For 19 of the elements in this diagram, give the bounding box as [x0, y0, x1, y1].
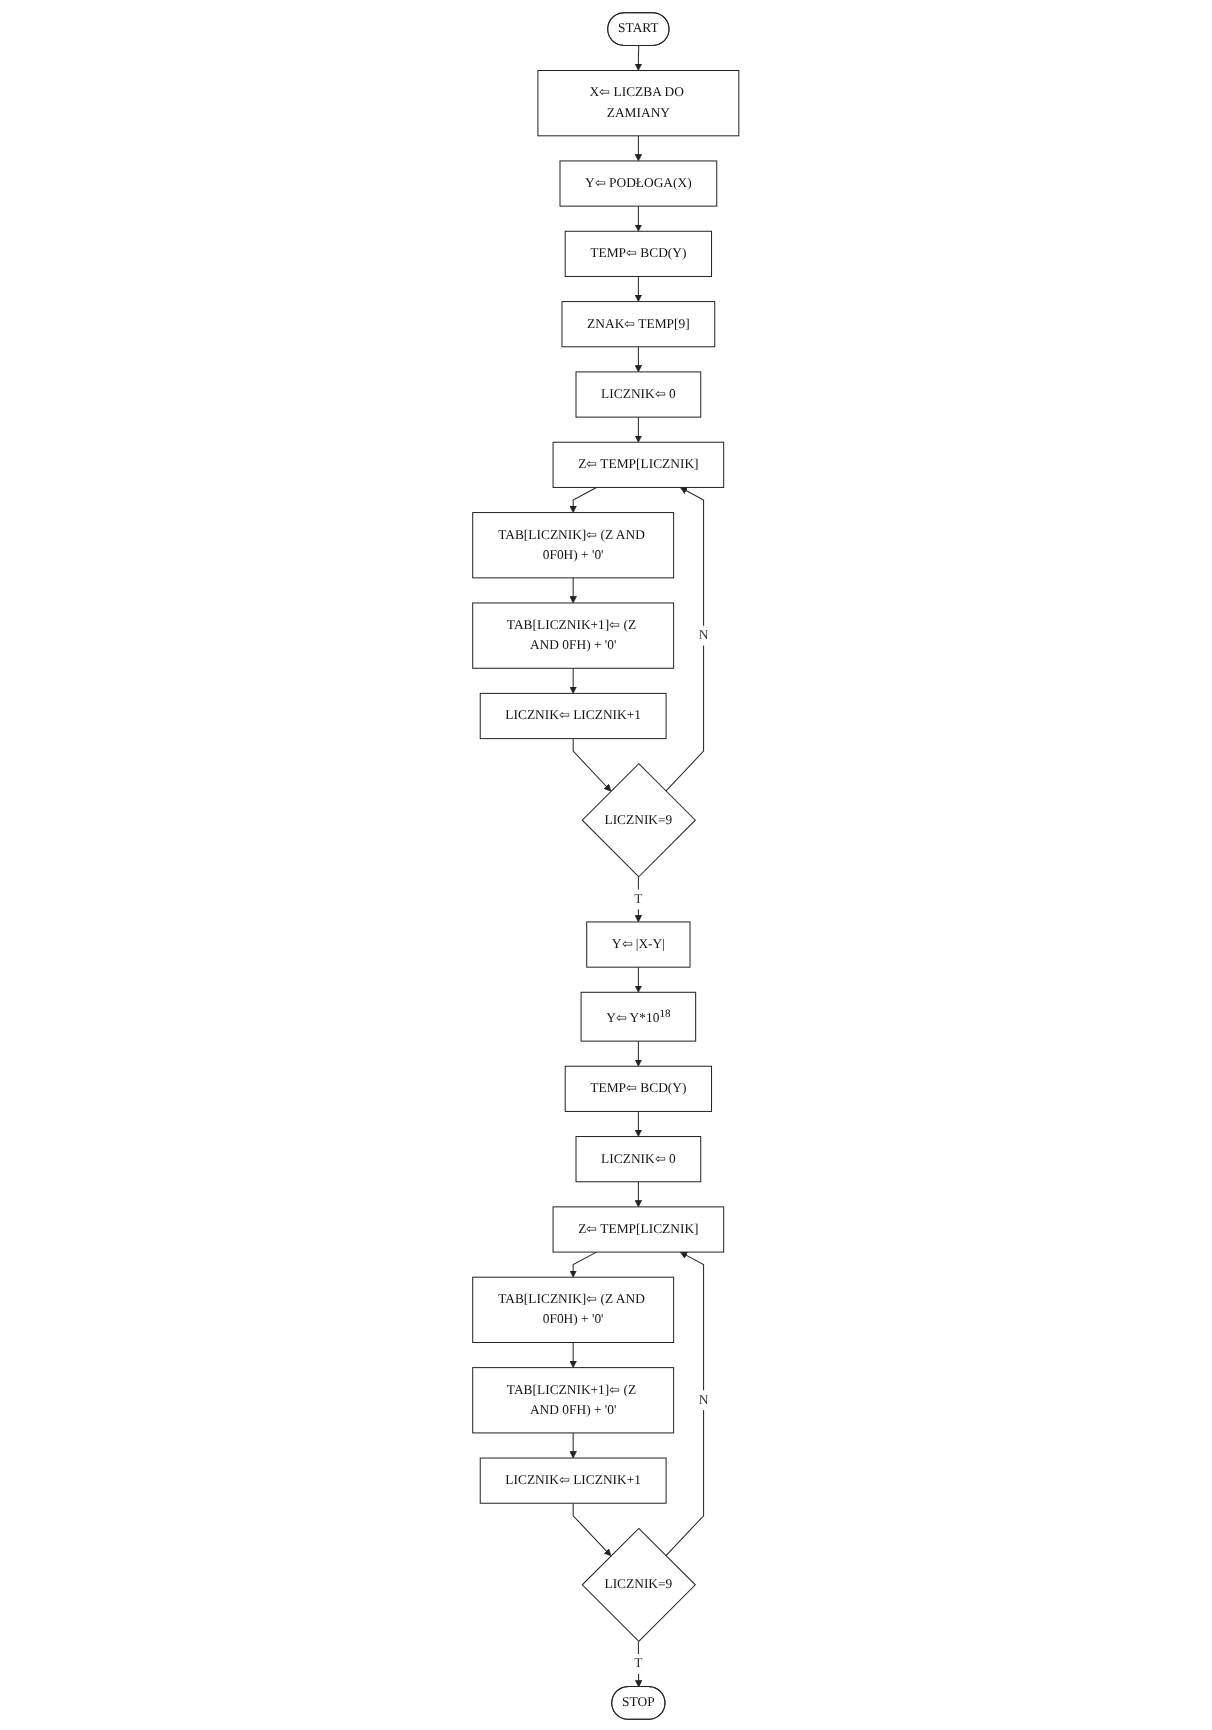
arrow [634, 965, 643, 992]
arrow [634, 875, 643, 922]
arrow [634, 134, 643, 161]
arrow [634, 204, 643, 231]
arrow [634, 1039, 643, 1066]
arrow [634, 44, 643, 70]
arrow [569, 666, 578, 693]
arrow [572, 737, 612, 791]
arrow [634, 345, 643, 372]
arrow [569, 485, 598, 512]
arrow [665, 486, 705, 791]
arrow [634, 274, 643, 301]
arrow [572, 1501, 612, 1556]
arrow [569, 1341, 578, 1367]
arrow [665, 1250, 705, 1556]
arrow [634, 1109, 643, 1136]
arrow [634, 415, 643, 442]
arrow [569, 1250, 598, 1277]
arrow [634, 1180, 643, 1207]
